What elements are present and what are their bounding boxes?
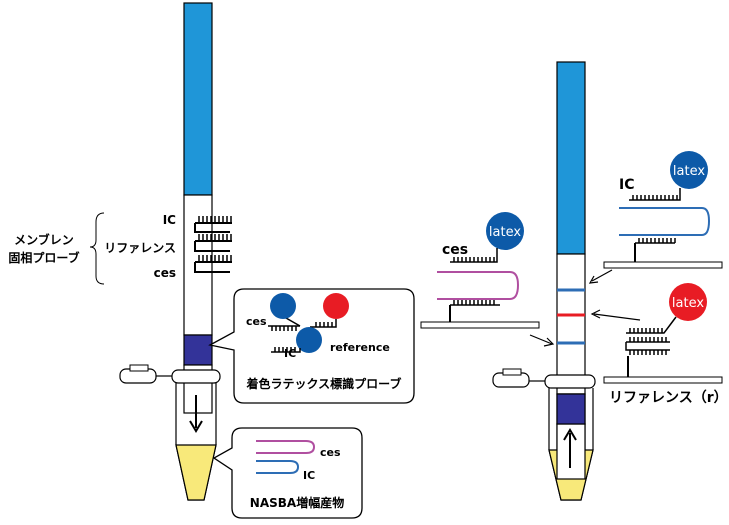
ic-latex-bead (296, 327, 322, 353)
reference-complex-support (603, 376, 723, 384)
left-immobilized-probes (194, 216, 232, 273)
callout-ic-label: IC (284, 347, 296, 360)
right-flow-arrow-head (563, 428, 577, 441)
nasba-ces-label: ces (320, 446, 341, 459)
reference-complex-latex-text: latex (672, 296, 704, 311)
left-conjugate-pad (183, 334, 213, 366)
ic-complex: IC latex (588, 151, 723, 284)
nasba-ic-strand (256, 460, 300, 474)
probe-label-ic: IC (163, 213, 176, 227)
right-tube-rim (544, 374, 596, 389)
left-tube-rim (171, 369, 221, 384)
membrane-brace (89, 212, 105, 285)
reference-complex-bead (669, 283, 707, 321)
left-membrane (183, 194, 213, 336)
ces-complex-target-strand (437, 271, 520, 300)
nasba-product-callout: ces IC NASBA増幅産物 (212, 427, 363, 519)
reference-pointer-line (593, 313, 641, 321)
membrane-label-line1: メンブレン (14, 232, 74, 247)
left-tube-cap-top (129, 364, 149, 372)
ic-complex-support (603, 261, 723, 269)
ic-pointer-line (591, 269, 613, 282)
ces-complex-latex-text: latex (489, 225, 521, 240)
nasba-ic-label: IC (303, 469, 315, 482)
ic-complex-latex-text: latex (673, 164, 705, 179)
ces-comb (194, 255, 232, 273)
ces-complex-bead (486, 212, 524, 250)
callout-reference-label: reference (330, 341, 390, 354)
probe-label-ces: ces (154, 266, 176, 280)
reference-complex: latex リファレンス（r） (590, 283, 728, 406)
right-absorbent-pad (556, 61, 586, 255)
ic-complex-bead (670, 151, 708, 189)
probe-label-reference: リファレンス (104, 241, 176, 255)
left-flow-arrow-head (189, 420, 203, 433)
ces-pointer-line (529, 334, 553, 345)
ces-latex-bead (270, 293, 296, 319)
ces-complex-support (420, 321, 540, 329)
reference-comb (194, 234, 232, 252)
right-reference-label: リファレンス（r） (609, 390, 728, 406)
ic-complex-target-strand (619, 207, 711, 236)
nasba-callout-caption: NASBA増幅産物 (250, 495, 344, 510)
latex-callout-caption: 着色ラテックス標識プローブ (246, 376, 402, 391)
ic-comb (194, 216, 232, 233)
nasba-ces-strand (256, 440, 316, 454)
left-test-strip (183, 2, 213, 414)
left-sample-liquid (175, 444, 217, 501)
right-membrane (556, 253, 586, 395)
right-ic-label: IC (619, 177, 634, 193)
callout-ces-label: ces (246, 315, 267, 328)
left-absorbent-pad (183, 2, 213, 196)
latex-probe-callout: ces reference IC 着色ラテックス標識プローブ (208, 288, 415, 404)
membrane-label-line2: 固相プローブ (8, 250, 79, 265)
right-sample-tube (492, 368, 596, 501)
ces-complex: ces latex (420, 212, 555, 347)
right-tube-cap-top (502, 368, 522, 376)
reference-latex-bead (323, 293, 349, 319)
right-ces-label: ces (442, 242, 468, 258)
left-sample-tube (119, 364, 221, 501)
